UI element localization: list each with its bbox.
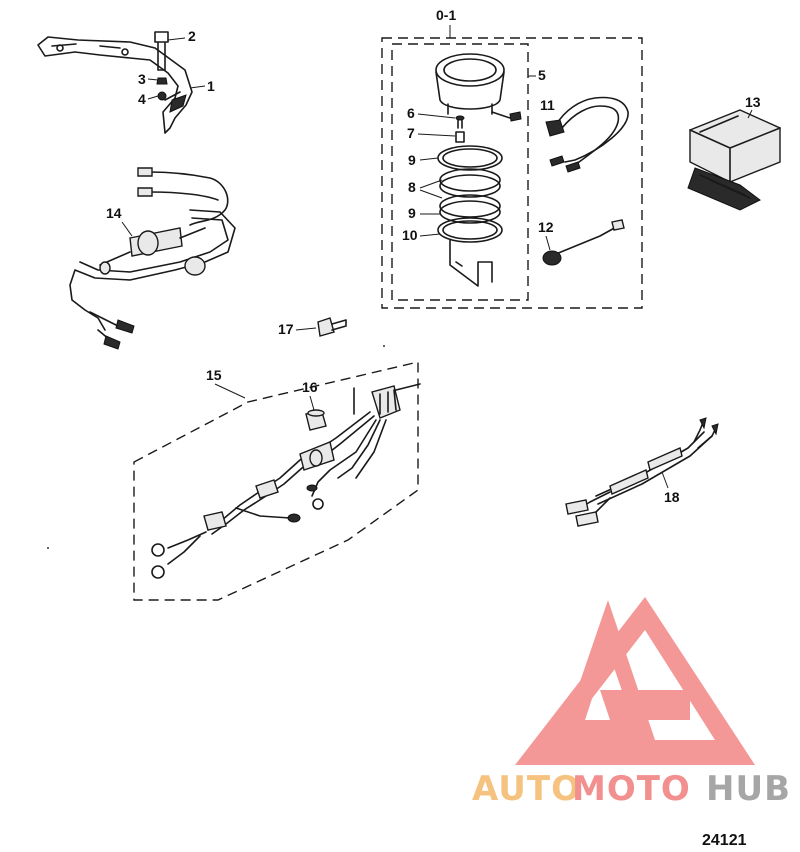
rectifier	[687, 109, 781, 211]
callout-8: 8	[408, 179, 416, 195]
watermark-auto: AUTO	[472, 769, 581, 809]
battery-harness	[151, 383, 421, 579]
callout-9b: 9	[408, 205, 416, 221]
callout-9a: 9	[408, 152, 416, 168]
callout-2: 2	[188, 28, 196, 44]
callout-17: 17	[278, 321, 294, 337]
fuse-cap	[305, 409, 327, 431]
kit-outline	[381, 37, 643, 309]
fuse-harness	[69, 167, 236, 350]
callout-11: 11	[540, 97, 555, 113]
callout-6: 6	[407, 105, 415, 121]
screw	[317, 317, 347, 337]
extension-harness	[565, 417, 719, 527]
callout-3: 3	[138, 71, 146, 87]
watermark-hub: HUB	[706, 769, 791, 809]
callout-1: 1	[207, 78, 215, 94]
bracket-assembly	[37, 31, 193, 134]
tachometer-gauge	[435, 53, 522, 122]
gauge-rings	[437, 145, 503, 243]
callout-12: 12	[538, 219, 554, 235]
gauge-bracket	[449, 239, 493, 287]
sender-wire	[542, 219, 625, 266]
watermark-logo	[515, 597, 755, 765]
callout-15: 15	[206, 367, 222, 383]
drawing-code: 24121	[702, 832, 747, 849]
callout-7: 7	[407, 125, 415, 141]
gauge-harness	[545, 96, 629, 173]
callout-5: 5	[538, 67, 546, 83]
callout-13: 13	[745, 94, 761, 110]
callout-10: 10	[402, 227, 418, 243]
stud-and-nut	[455, 115, 465, 143]
callout-0-1: 0-1	[436, 7, 456, 23]
callout-4: 4	[138, 91, 146, 107]
callout-18: 18	[664, 489, 680, 505]
callout-14: 14	[106, 205, 122, 221]
watermark-moto: MOTO	[572, 769, 691, 809]
callout-16: 16	[302, 379, 318, 395]
